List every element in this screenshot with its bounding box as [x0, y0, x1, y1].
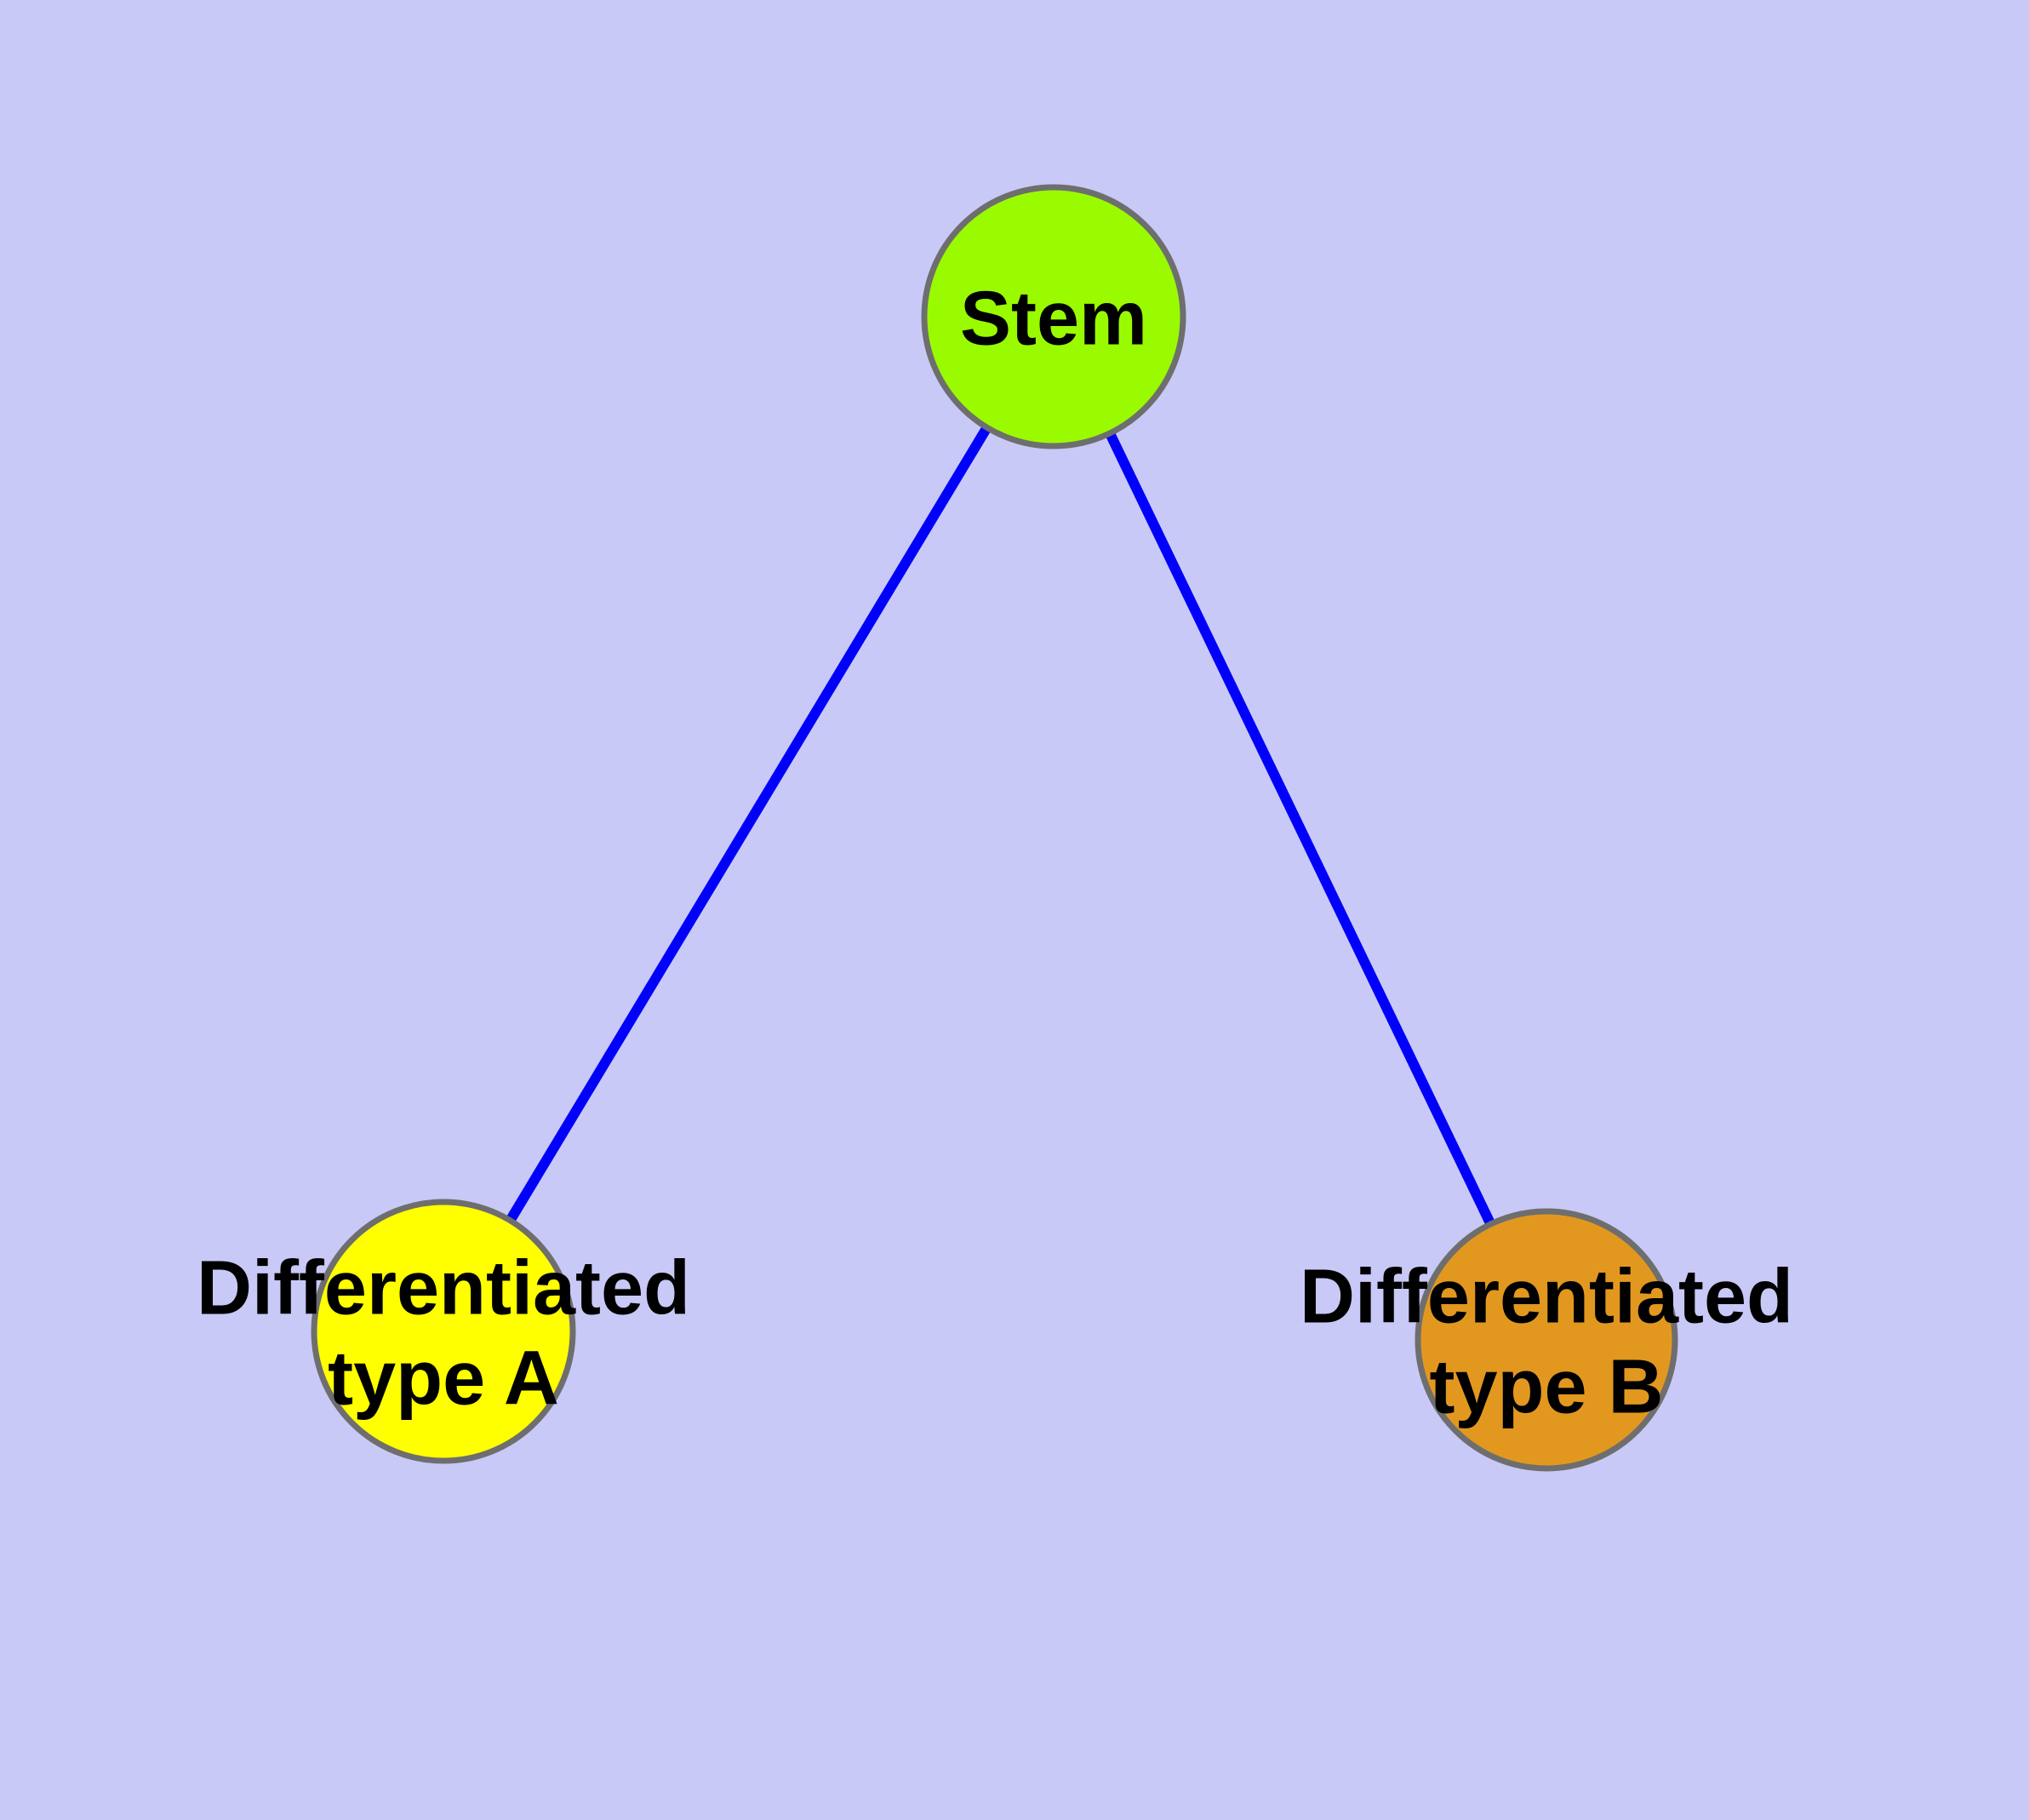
- node-stem-circle[interactable]: [921, 184, 1186, 449]
- node-type-b-circle[interactable]: [1415, 1208, 1678, 1472]
- node-stem[interactable]: Stem: [921, 184, 1186, 449]
- edges-layer: [506, 425, 1495, 1227]
- edge-stem-to-type-a: [506, 425, 992, 1223]
- node-type-a-circle[interactable]: [311, 1199, 576, 1464]
- edge-stem-to-type-b: [1105, 431, 1495, 1227]
